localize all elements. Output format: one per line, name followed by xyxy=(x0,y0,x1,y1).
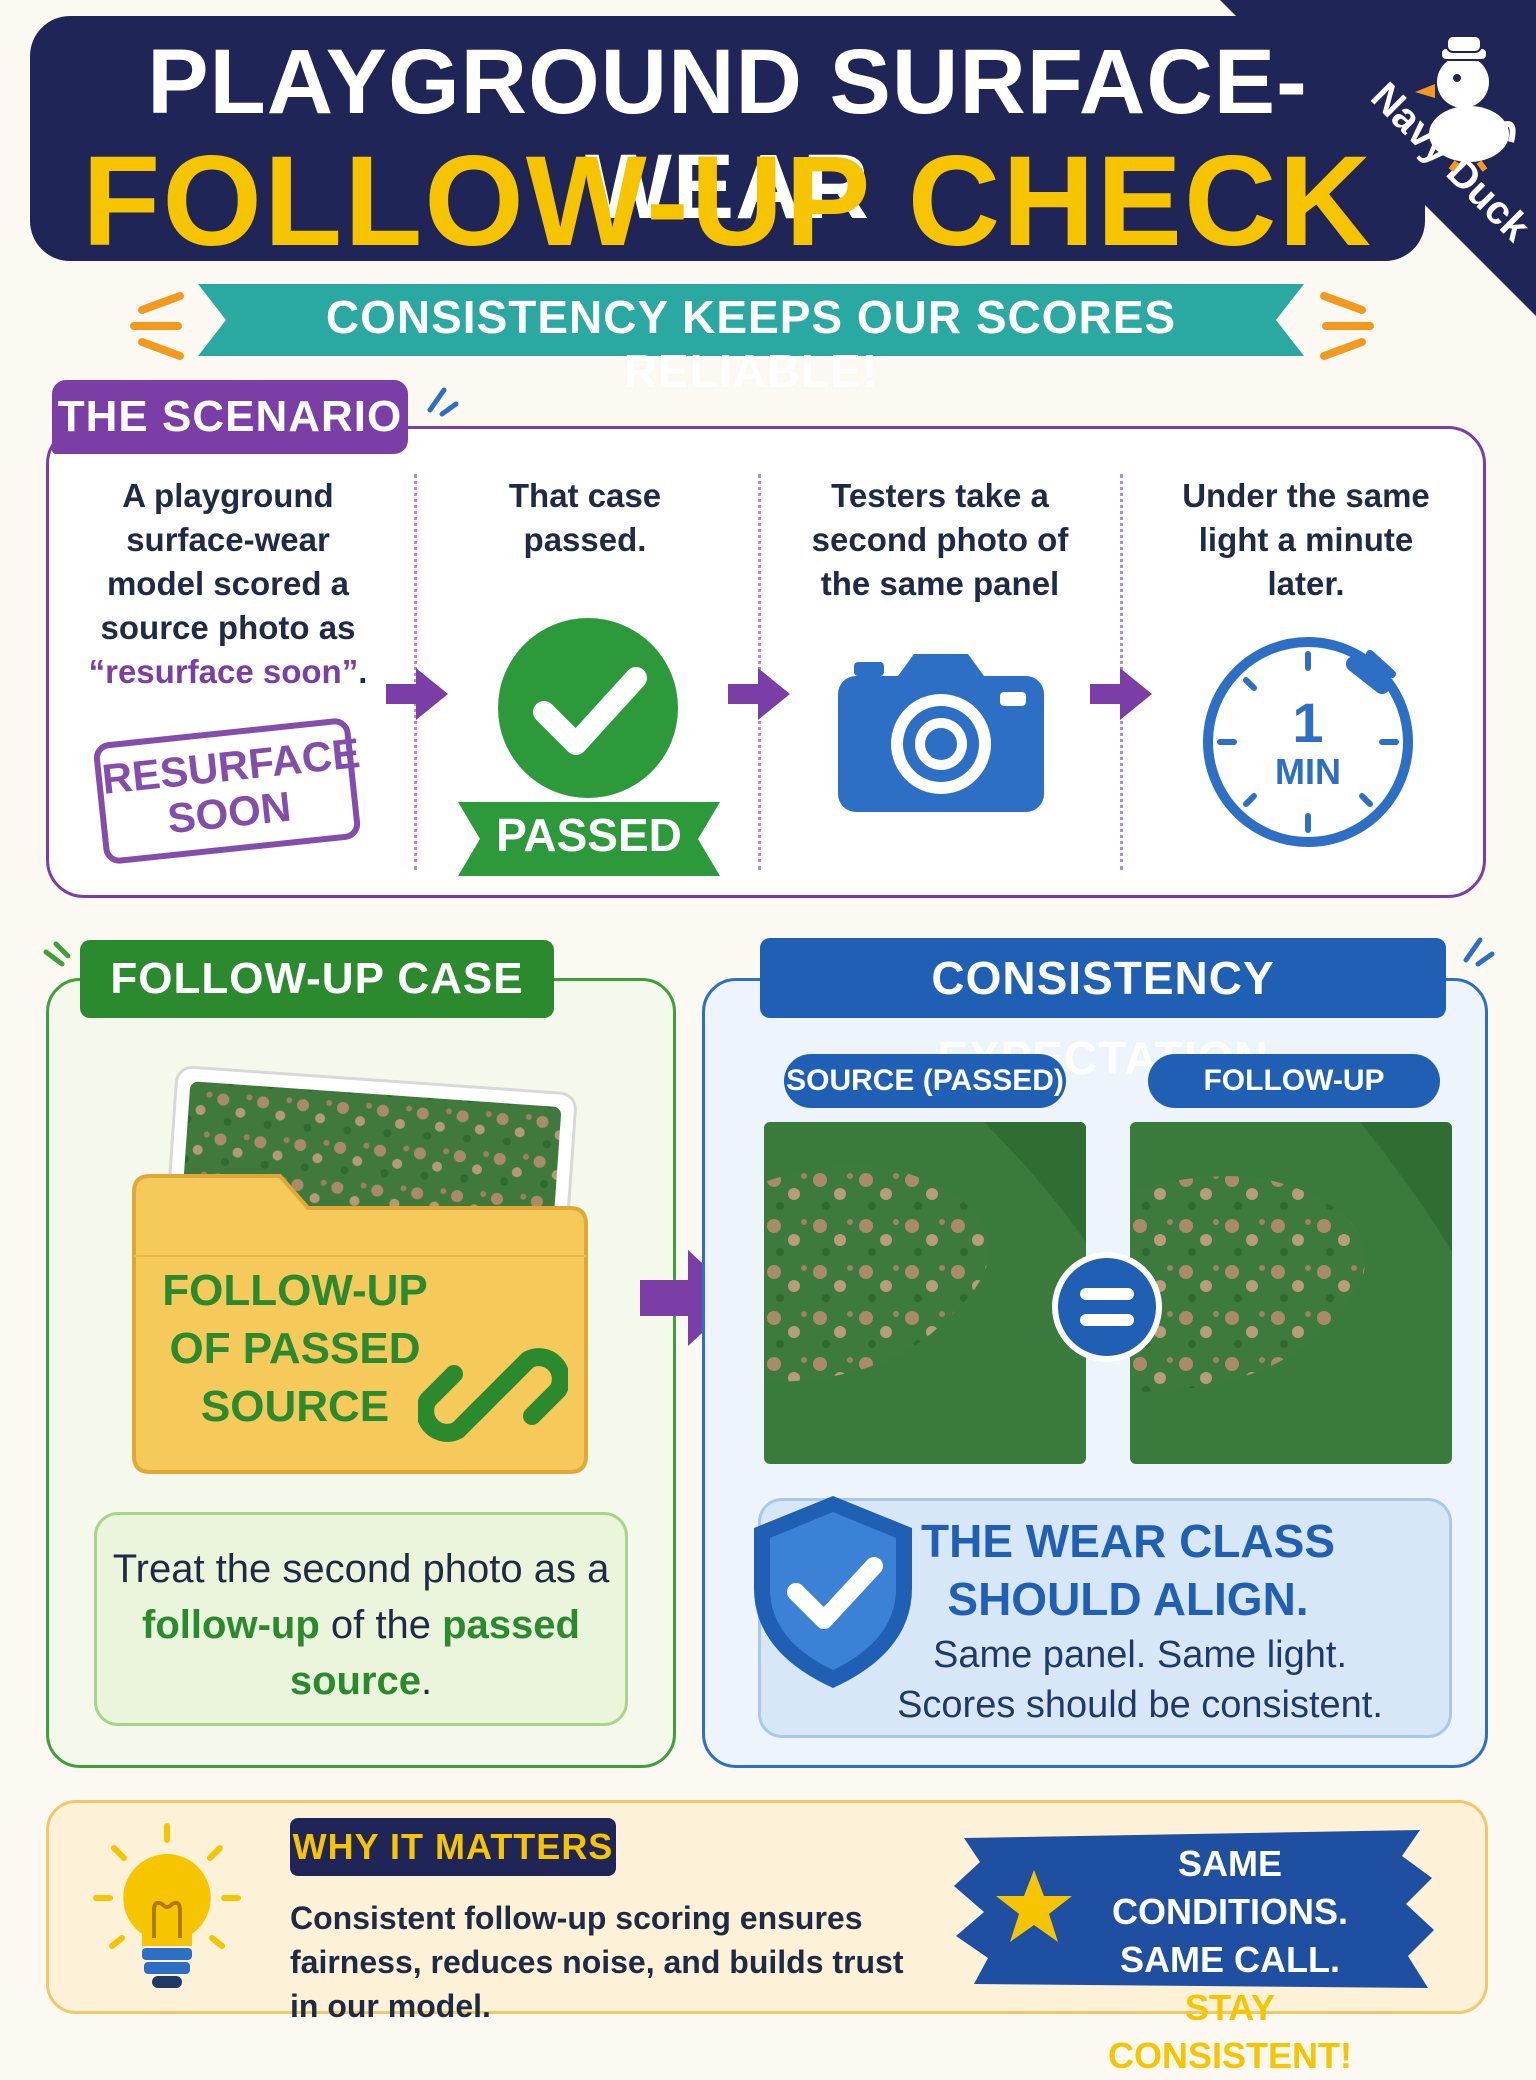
align-title: THE WEAR CLASS SHOULD ALIGN. xyxy=(900,1512,1356,1628)
scenario-tab: THE SCENARIO xyxy=(52,380,408,454)
slogan-brush-banner xyxy=(954,1830,1434,1988)
note-period: . xyxy=(421,1659,433,1703)
folder-with-photo-icon xyxy=(132,1065,588,1474)
slogan-ribbon xyxy=(198,284,1304,356)
followup-photo-label: FOLLOW-UP PHOTO xyxy=(1148,1054,1440,1151)
scenario-step1-text: A playground surface-wear model scored a… xyxy=(88,474,368,694)
slogan-line3: STAY CONSISTENT! xyxy=(1107,1987,1352,2076)
spark-right-icon xyxy=(1320,292,1374,360)
lightbulb-icon xyxy=(93,1823,241,1988)
why-it-matters-tab: WHY IT MATTERS xyxy=(290,1818,616,1876)
slogan-line2: SAME CALL. xyxy=(1120,1939,1340,1980)
source-passed-label: SOURCE (PASSED) xyxy=(784,1054,1066,1108)
page-title-line2: FOLLOW-UP CHECK xyxy=(82,130,1373,273)
accent-dash-icon xyxy=(1463,937,1495,967)
shield-check-icon xyxy=(754,1496,912,1688)
duck-mascot-icon xyxy=(1415,35,1516,172)
align-title-line1: THE WEAR CLASS xyxy=(921,1515,1335,1567)
source-turf-photo xyxy=(764,1122,1086,1464)
stopwatch-icon: 1 MIN xyxy=(1203,637,1413,847)
scenario-step3-text: Testers take a second photo of the same … xyxy=(811,477,1069,602)
accent-dash-icon xyxy=(427,387,459,417)
scenario-step1-period: . xyxy=(358,653,368,690)
slogan-text: SAME CONDITIONS. SAME CALL. STAY CONSIST… xyxy=(1060,1840,1400,2080)
timer-value: 1 xyxy=(1292,691,1323,754)
note-part3: of the xyxy=(330,1603,431,1647)
chain-link-icon xyxy=(418,1348,568,1442)
arrow-right-icon xyxy=(640,1250,740,1346)
followup-case-tab: FOLLOW-UP CASE xyxy=(80,940,554,1018)
folder-label-line1: FOLLOW-UP xyxy=(162,1266,428,1315)
star-icon xyxy=(996,1870,1072,1942)
consistency-expectation-tab: CONSISTENCY EXPECTATION xyxy=(760,938,1446,1084)
align-title-line2: SHOULD ALIGN. xyxy=(947,1573,1309,1625)
note-part1: Treat the second photo as a xyxy=(112,1547,610,1591)
folder-label-line2: OF PASSED xyxy=(169,1324,421,1373)
timer-unit: MIN xyxy=(1275,751,1341,792)
align-sub-line2: Scores should be consistent. xyxy=(897,1684,1383,1726)
arrow-right-icon xyxy=(728,668,790,720)
align-subtitle: Same panel. Same light. Scores should be… xyxy=(880,1630,1400,1730)
scenario-step4-text: Under the same light a minute later. xyxy=(1182,477,1430,602)
slogan-line1: SAME CONDITIONS. xyxy=(1111,1843,1348,1932)
scenario-divider-1 xyxy=(414,474,417,870)
followup-turf-photo xyxy=(1130,1122,1452,1464)
camera-icon xyxy=(838,654,1044,812)
equals-icon xyxy=(1052,1252,1162,1362)
why-it-matters-text: Consistent follow-up scoring ensures fai… xyxy=(290,1900,904,2024)
scenario-step2-text: That case passed. xyxy=(508,477,662,558)
folder-label: FOLLOW-UP OF PASSED SOURCE xyxy=(160,1262,430,1436)
folder-label-line3: SOURCE xyxy=(200,1382,390,1431)
note-passed-source-emphasis: passed source xyxy=(289,1603,580,1703)
passed-label: PASSED xyxy=(496,809,682,861)
check-circle-icon xyxy=(498,618,678,798)
followup-note: Treat the second photo as a follow-up of… xyxy=(94,1512,628,1726)
arrow-right-icon xyxy=(1090,668,1152,720)
page-title-line1: PLAYGROUND SURFACE-WEAR xyxy=(147,31,1308,238)
scenario-step1-quote: “resurface soon” xyxy=(88,653,359,690)
spark-left-icon xyxy=(130,292,184,360)
scenario-step1-body: A playground surface-wear model scored a… xyxy=(100,477,356,646)
align-sub-line1: Same panel. Same light. xyxy=(932,1634,1347,1676)
slogan-ribbon-text: CONSISTENCY KEEPS OUR SCORES RELIABLE! xyxy=(325,291,1177,397)
passed-ribbon xyxy=(458,802,720,876)
arrow-right-icon xyxy=(386,668,448,720)
header-banner xyxy=(30,16,1425,261)
accent-dash-icon xyxy=(43,941,71,967)
note-followup-emphasis: follow-up xyxy=(142,1603,320,1647)
